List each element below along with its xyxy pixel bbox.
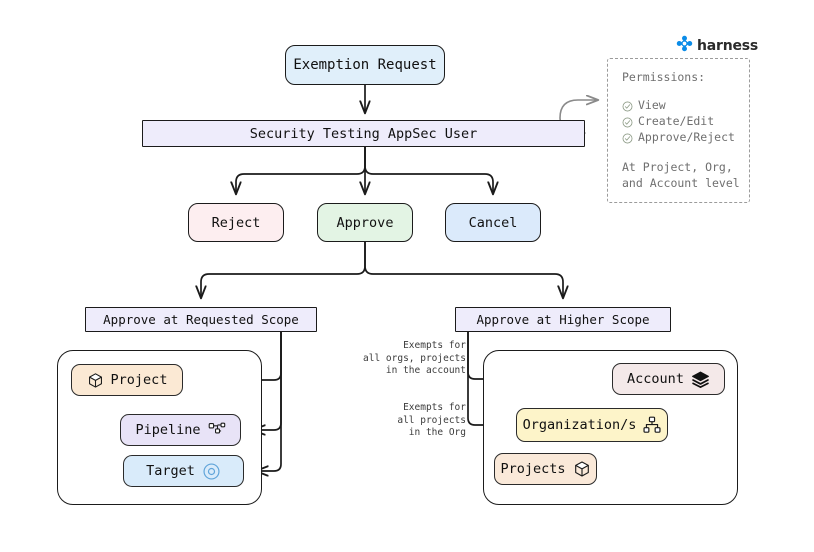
- permissions-scope-line2: and Account level: [622, 176, 740, 190]
- project-node: Project: [71, 364, 183, 396]
- account-exempt-note-line1: Exempts for: [403, 340, 466, 351]
- nodes-icon: [208, 422, 226, 438]
- org-exempt-note: Exempts for all projects in the Org: [358, 402, 466, 440]
- exemption-request-label: Exemption Request: [293, 57, 437, 73]
- account-exempt-note-line2: all orgs, projects: [363, 352, 466, 364]
- org-exempt-note-line3: in the Org: [408, 427, 466, 438]
- pipeline-label: Pipeline: [135, 422, 201, 438]
- harness-clover-icon: [676, 35, 693, 56]
- approve-node: Approve: [317, 203, 413, 242]
- approve-label: Approve: [336, 214, 394, 231]
- security-appsec-user-node: Security Testing AppSec User: [142, 120, 585, 147]
- pipeline-node: Pipeline: [120, 414, 241, 446]
- project-label: Project: [110, 372, 168, 388]
- account-exempt-note-line3: in the account: [385, 365, 466, 376]
- org-chart-icon: [643, 416, 661, 434]
- org-exempt-note-line1: Exempts for: [403, 402, 466, 413]
- security-appsec-user-label: Security Testing AppSec User: [249, 125, 478, 142]
- permission-label: Create/Edit: [638, 114, 715, 129]
- cube-icon: [573, 460, 591, 478]
- organization-node: Organization/s: [516, 408, 668, 442]
- permission-item-create-edit: Create/Edit: [622, 114, 749, 130]
- approve-higher-scope-node: Approve at Higher Scope: [455, 307, 671, 332]
- permission-label: Approve/Reject: [638, 130, 735, 145]
- harness-brand-name: harness: [697, 37, 759, 54]
- exemption-request-node: Exemption Request: [285, 45, 445, 85]
- account-exempt-note: Exempts for all orgs, projects in the ac…: [358, 340, 466, 378]
- projects-node: Projects: [494, 453, 597, 485]
- cancel-node: Cancel: [445, 203, 541, 242]
- permissions-title: Permissions:: [622, 70, 706, 84]
- target-node: Target: [123, 455, 244, 487]
- permissions-panel: Permissions: View Create/Edit: [607, 58, 750, 203]
- permissions-scope-note: At Project, Org, and Account level: [622, 159, 749, 192]
- cube-icon: [87, 372, 104, 389]
- permission-label: View: [638, 98, 666, 113]
- harness-brand: harness: [676, 35, 758, 56]
- org-exempt-note-line2: all projects: [397, 414, 466, 426]
- approve-higher-scope-label: Approve at Higher Scope: [476, 312, 650, 327]
- organization-label: Organization/s: [522, 417, 637, 433]
- permission-item-approve-reject: Approve/Reject: [622, 130, 749, 146]
- approve-requested-scope-node: Approve at Requested Scope: [85, 307, 317, 332]
- permissions-scope-line1: At Project, Org,: [622, 159, 733, 174]
- reject-node: Reject: [188, 203, 284, 242]
- permission-item-view: View: [622, 98, 749, 114]
- target-label: Target: [146, 463, 195, 479]
- cancel-label: Cancel: [468, 214, 518, 231]
- account-label: Account: [627, 371, 684, 387]
- check-circle-icon: [622, 132, 633, 144]
- account-node: Account: [612, 363, 725, 395]
- projects-label: Projects: [500, 461, 566, 477]
- approve-requested-scope-label: Approve at Requested Scope: [103, 312, 299, 327]
- target-icon: [202, 462, 221, 481]
- layers-icon: [691, 370, 710, 389]
- check-circle-icon: [622, 116, 633, 128]
- reject-label: Reject: [211, 214, 261, 231]
- check-circle-icon: [622, 100, 633, 112]
